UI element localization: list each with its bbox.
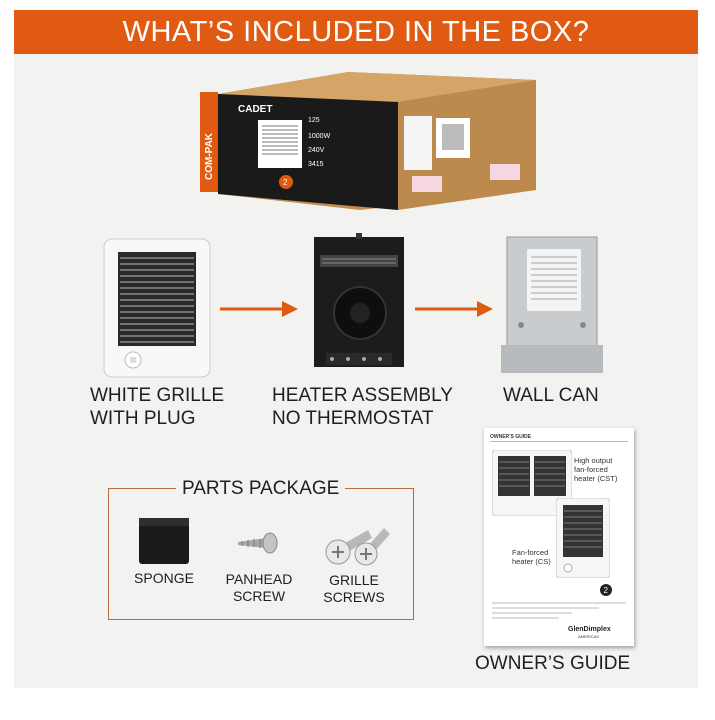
arrow-right-icon — [220, 301, 298, 317]
panhead-screw-label: PANHEAD SCREW — [225, 571, 293, 604]
wall-can-label: WALL CAN — [503, 385, 599, 406]
grille-screws-image — [325, 528, 390, 566]
panhead-screw-image — [238, 532, 278, 554]
wall-can-image — [501, 236, 603, 373]
heater-assembly-label: HEATER ASSEMBLY NO THERMOSTAT — [272, 385, 453, 429]
box-side-label: COM-PAK — [204, 132, 215, 180]
owners-guide-label: OWNER’S GUIDE — [475, 653, 631, 674]
box-brand: CADET — [238, 104, 272, 115]
white-grille-label: WHITE GRILLE WITH PLUG — [90, 385, 225, 429]
cst-heater-image — [492, 450, 572, 516]
box-badge: 2 — [283, 178, 288, 187]
svg-text:3415: 3415 — [308, 161, 324, 168]
white-grille-image — [103, 238, 211, 378]
glen-dimplex-logo: GlenDimplex — [568, 626, 611, 633]
cs-heater-image — [556, 498, 610, 578]
arrow-right-icon — [415, 301, 493, 317]
heater-assembly-image — [314, 233, 404, 367]
guide-header: OWNER’S GUIDE — [490, 434, 532, 440]
parts-package-title: PARTS PACKAGE — [176, 478, 346, 500]
sponge-label: SPONGE — [134, 570, 194, 586]
page-title: WHAT’S INCLUDED IN THE BOX? — [14, 10, 698, 54]
svg-text:240V: 240V — [308, 147, 325, 154]
grille-screws-label: GRILLE SCREWS — [323, 572, 385, 605]
product-box-image: COM-PAK CADET 125 1000W 240V 3415 2 — [200, 72, 536, 210]
svg-text:125: 125 — [308, 117, 320, 124]
svg-text:1000W: 1000W — [308, 133, 331, 140]
svg-text:2: 2 — [604, 586, 609, 595]
guide-badge-icon: 2 — [600, 584, 612, 596]
sponge-image — [139, 518, 189, 564]
